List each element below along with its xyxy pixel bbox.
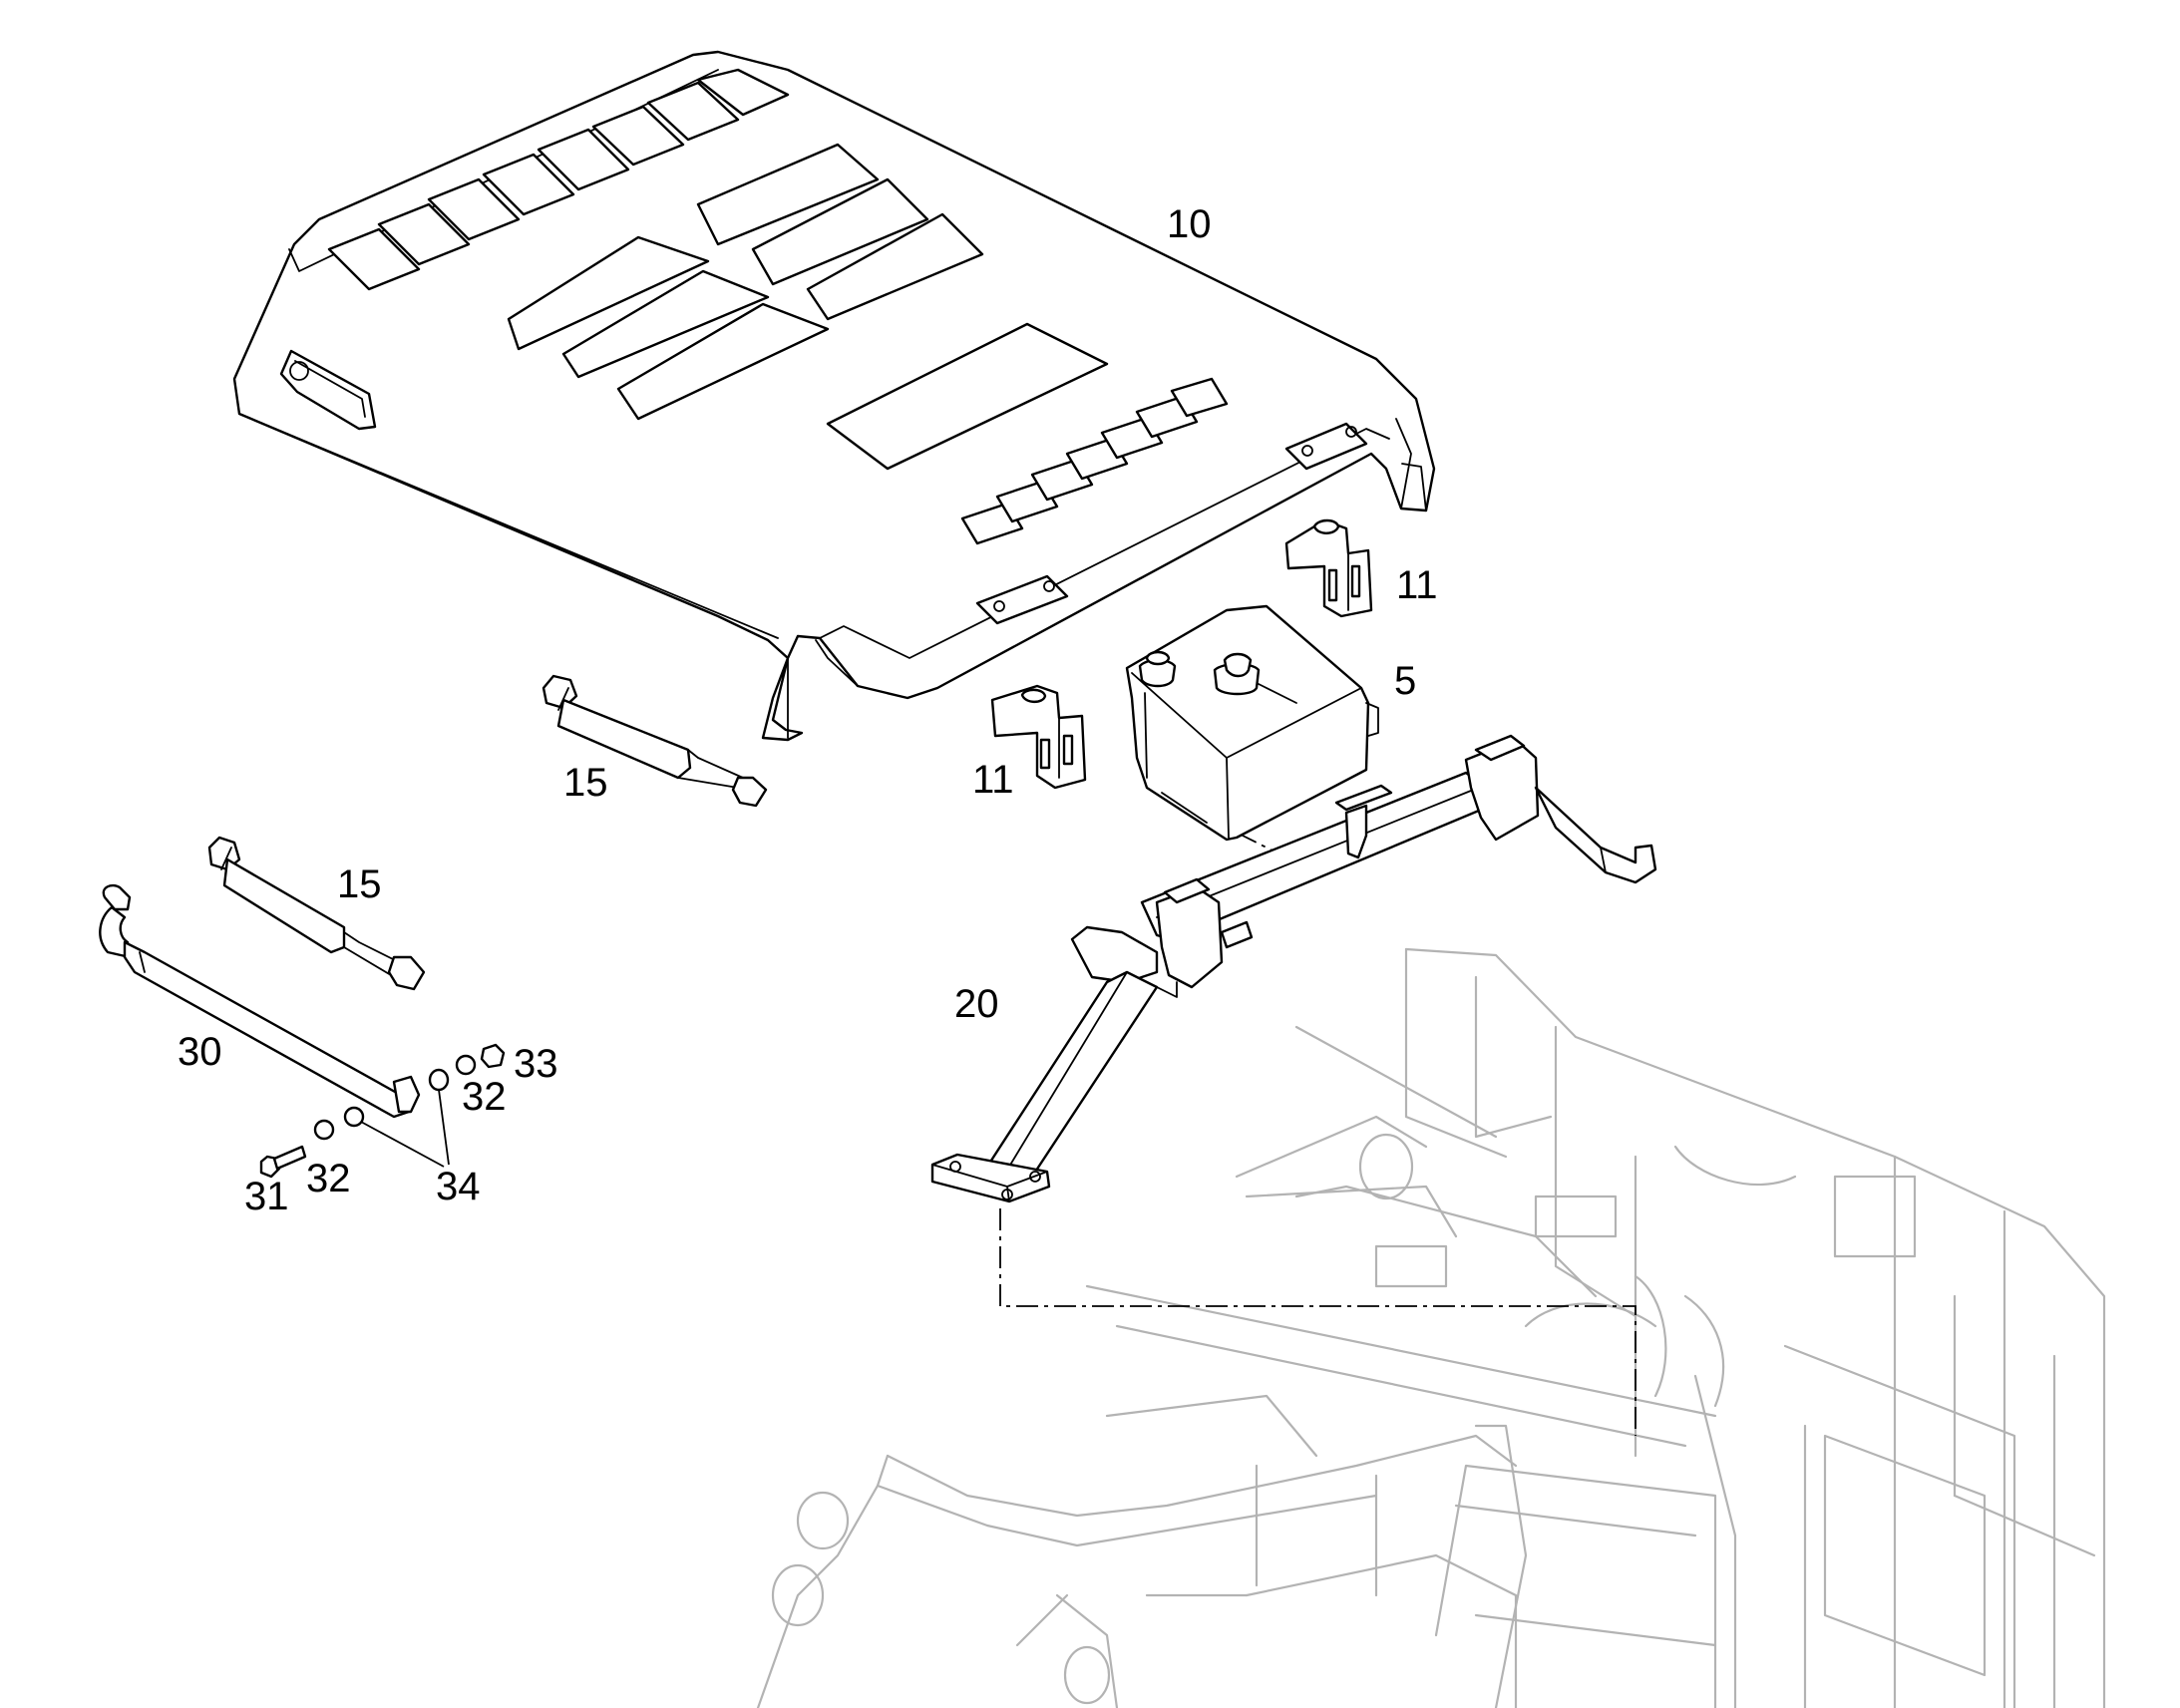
callout-rod: 30 (178, 1030, 222, 1074)
callout-support-frame: 20 (954, 982, 999, 1026)
nut-33 (480, 1043, 506, 1069)
rod-part (99, 883, 421, 1119)
callout-washer-lower: 32 (306, 1157, 351, 1200)
tank-part (1125, 604, 1379, 842)
callout-bolt: 31 (244, 1175, 289, 1218)
hinge-bracket-left (990, 684, 1087, 790)
callout-nut: 33 (514, 1042, 558, 1086)
callout-labels: 10 11 11 5 15 15 20 30 33 32 32 31 34 (178, 202, 1438, 1218)
spacer-34-lower (343, 1106, 365, 1128)
machine-frame (756, 947, 2106, 1708)
callout-strut-lower: 15 (337, 862, 382, 906)
callout-spacer: 34 (436, 1165, 481, 1208)
leader-34-lower (360, 1121, 445, 1168)
support-frame-part (930, 734, 1657, 1203)
spacer-34-upper (428, 1068, 450, 1092)
gas-strut-lower (207, 836, 426, 991)
callout-bracket-right: 11 (1396, 563, 1438, 607)
callout-strut-upper: 15 (563, 761, 608, 805)
callout-hood: 10 (1167, 202, 1212, 246)
callout-washer-upper: 32 (462, 1075, 507, 1119)
gas-strut-upper (542, 674, 768, 808)
leader-34-upper (438, 1089, 450, 1166)
assembly-centerline (999, 1208, 1636, 1436)
washer-32-lower (313, 1119, 335, 1141)
fasteners (259, 1043, 506, 1179)
hinge-bracket-right (1284, 518, 1373, 618)
washer-32-upper (455, 1054, 477, 1076)
callout-tank: 5 (1394, 659, 1416, 703)
callout-bracket-left: 11 (972, 758, 1014, 802)
hood-part (232, 50, 1436, 742)
